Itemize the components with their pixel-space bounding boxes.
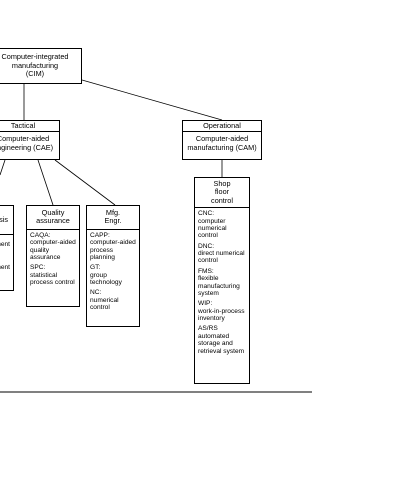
- operational-header: Operational: [183, 121, 261, 133]
- analysis-line-1: ment: [0, 241, 10, 248]
- connector-tactical-quality: [37, 159, 54, 206]
- shop-entry-fms: FMS: flexible manufacturing system: [198, 267, 240, 297]
- cam-title: Computer-aided manufacturing (CAM): [187, 134, 257, 152]
- analysis-list: ment ment: [0, 235, 13, 274]
- quality-assurance-list: CAQA: computer-aided quality assurance S…: [27, 230, 79, 292]
- mfg-engr-box: Mfg. Engr. CAPP: computer-aided process …: [86, 205, 140, 327]
- shop-floor-list: CNC: computer numerical control DNC: dir…: [195, 208, 249, 360]
- tactical-header: Tactical: [0, 121, 59, 133]
- mfg-engr-list: CAPP: computer-aided process planning GT…: [87, 230, 139, 317]
- quality-assurance-title: Quality assurance: [27, 206, 79, 230]
- shop-floor-control-box: Shop floor control CNC: computer numeric…: [194, 177, 250, 384]
- shop-entry-cnc: CNC: computer numerical control: [198, 210, 227, 240]
- cim-root-label: Computer-integrated manufacturing (CIM): [1, 52, 69, 79]
- shop-entry-asrs: AS/RS automated storage and retrieval sy…: [198, 325, 245, 355]
- quality-entry-caqa: CAQA: computer-aided quality assurance: [30, 231, 76, 261]
- operational-box: Operational Computer-aided manufacturing…: [182, 120, 262, 160]
- shop-floor-title: Shop floor control: [195, 178, 249, 209]
- shop-entry-wip: WIP: work-in-process inventory: [198, 300, 245, 323]
- shop-entry-dnc: DNC: direct numerical control: [198, 242, 245, 265]
- connector-tactical-analysis: [0, 159, 6, 176]
- mfg-entry-capp: CAPP: computer-aided process planning: [90, 231, 136, 261]
- tactical-box: Tactical Computer-aided engineering (CAE…: [0, 120, 60, 160]
- analysis-line-2: ment: [0, 264, 10, 272]
- cae-title: Computer-aided engineering (CAE): [0, 134, 54, 152]
- analysis-box-partial: sis ment ment: [0, 205, 14, 291]
- quality-assurance-box: Quality assurance CAQA: computer-aided q…: [26, 205, 80, 307]
- quality-entry-spc: SPC: statistical process control: [30, 264, 75, 287]
- cim-root-box: Computer-integrated manufacturing (CIM): [0, 48, 82, 84]
- analysis-title: sis: [0, 206, 13, 235]
- mfg-entry-nc: NC: numerical control: [90, 289, 119, 312]
- connector-root-operational: [81, 79, 223, 121]
- mfg-entry-gt: GT: group technology: [90, 264, 122, 287]
- mfg-engr-title: Mfg. Engr.: [87, 206, 139, 230]
- connector-tactical-mfg: [54, 159, 116, 206]
